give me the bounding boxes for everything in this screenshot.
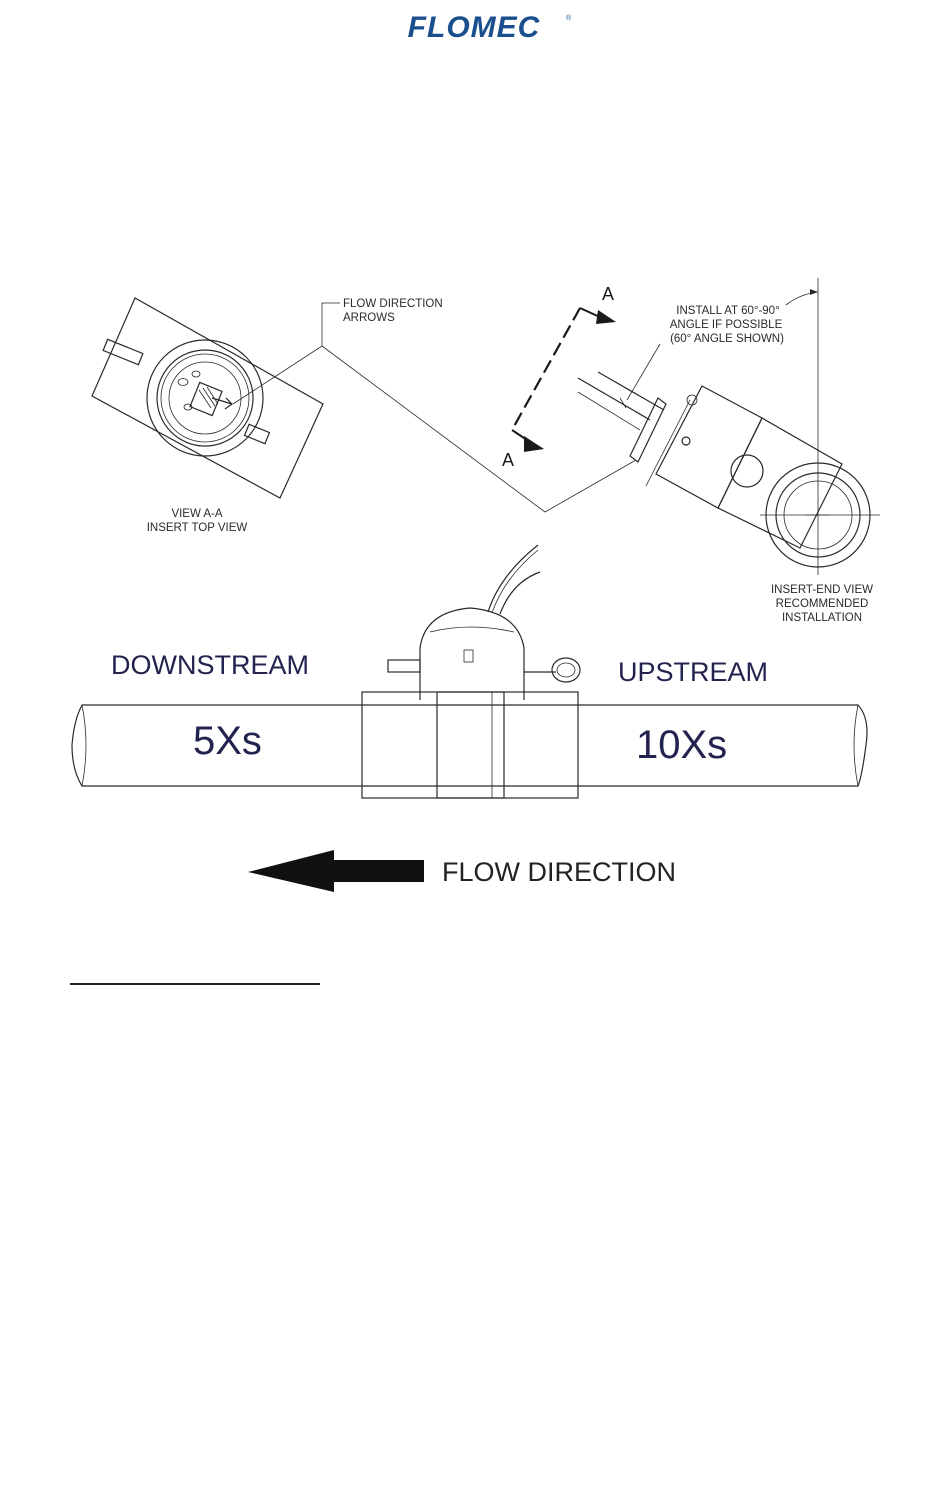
install-note-line-2: ANGLE IF POSSIBLE xyxy=(670,319,783,331)
flow-direction-arrows-callout: FLOW DIRECTION ARROWS xyxy=(343,298,443,324)
view-aa-title: VIEW A-A xyxy=(171,508,222,520)
downstream-label: DOWNSTREAM xyxy=(111,650,309,680)
install-angle-note: INSTALL AT 60°-90° ANGLE IF POSSIBLE (60… xyxy=(670,305,784,345)
install-note-line-3: (60° ANGLE SHOWN) xyxy=(670,333,784,345)
flomec-logo: FLOMEC ® xyxy=(408,11,572,44)
install-note-line-1: INSTALL AT 60°-90° xyxy=(676,305,779,317)
callout-line-2: ARROWS xyxy=(343,312,395,324)
insert-end-line-3: INSTALLATION xyxy=(782,612,862,624)
footnote-separator xyxy=(70,983,320,985)
downstream-distance: 5Xs xyxy=(193,719,262,763)
insert-end-line-2: RECOMMENDED xyxy=(776,598,869,610)
leader-right xyxy=(322,346,636,512)
section-letter-top: A xyxy=(602,284,614,304)
section-letter-bottom: A xyxy=(502,450,514,470)
upstream-label: UPSTREAM xyxy=(618,657,768,687)
install-note-leader xyxy=(627,344,660,400)
view-aa-subtitle: INSERT TOP VIEW xyxy=(147,522,248,534)
flow-direction-label: FLOW DIRECTION xyxy=(442,857,676,887)
logo-wordmark: FLOMEC xyxy=(408,11,541,44)
callout-line-1: FLOW DIRECTION xyxy=(343,298,443,310)
insert-end-line-1: INSERT-END VIEW xyxy=(771,584,873,596)
view-aa-caption: VIEW A-A INSERT TOP VIEW xyxy=(147,508,248,534)
upstream-distance: 10Xs xyxy=(636,723,727,767)
registered-mark: ® xyxy=(566,14,572,22)
view-aa-drawing xyxy=(92,298,323,498)
insert-end-view-caption: INSERT-END VIEW RECOMMENDED INSTALLATION xyxy=(771,584,873,624)
section-line-aa: A A xyxy=(502,284,616,470)
leader-left xyxy=(233,303,340,404)
flow-direction-arrow xyxy=(248,850,424,892)
